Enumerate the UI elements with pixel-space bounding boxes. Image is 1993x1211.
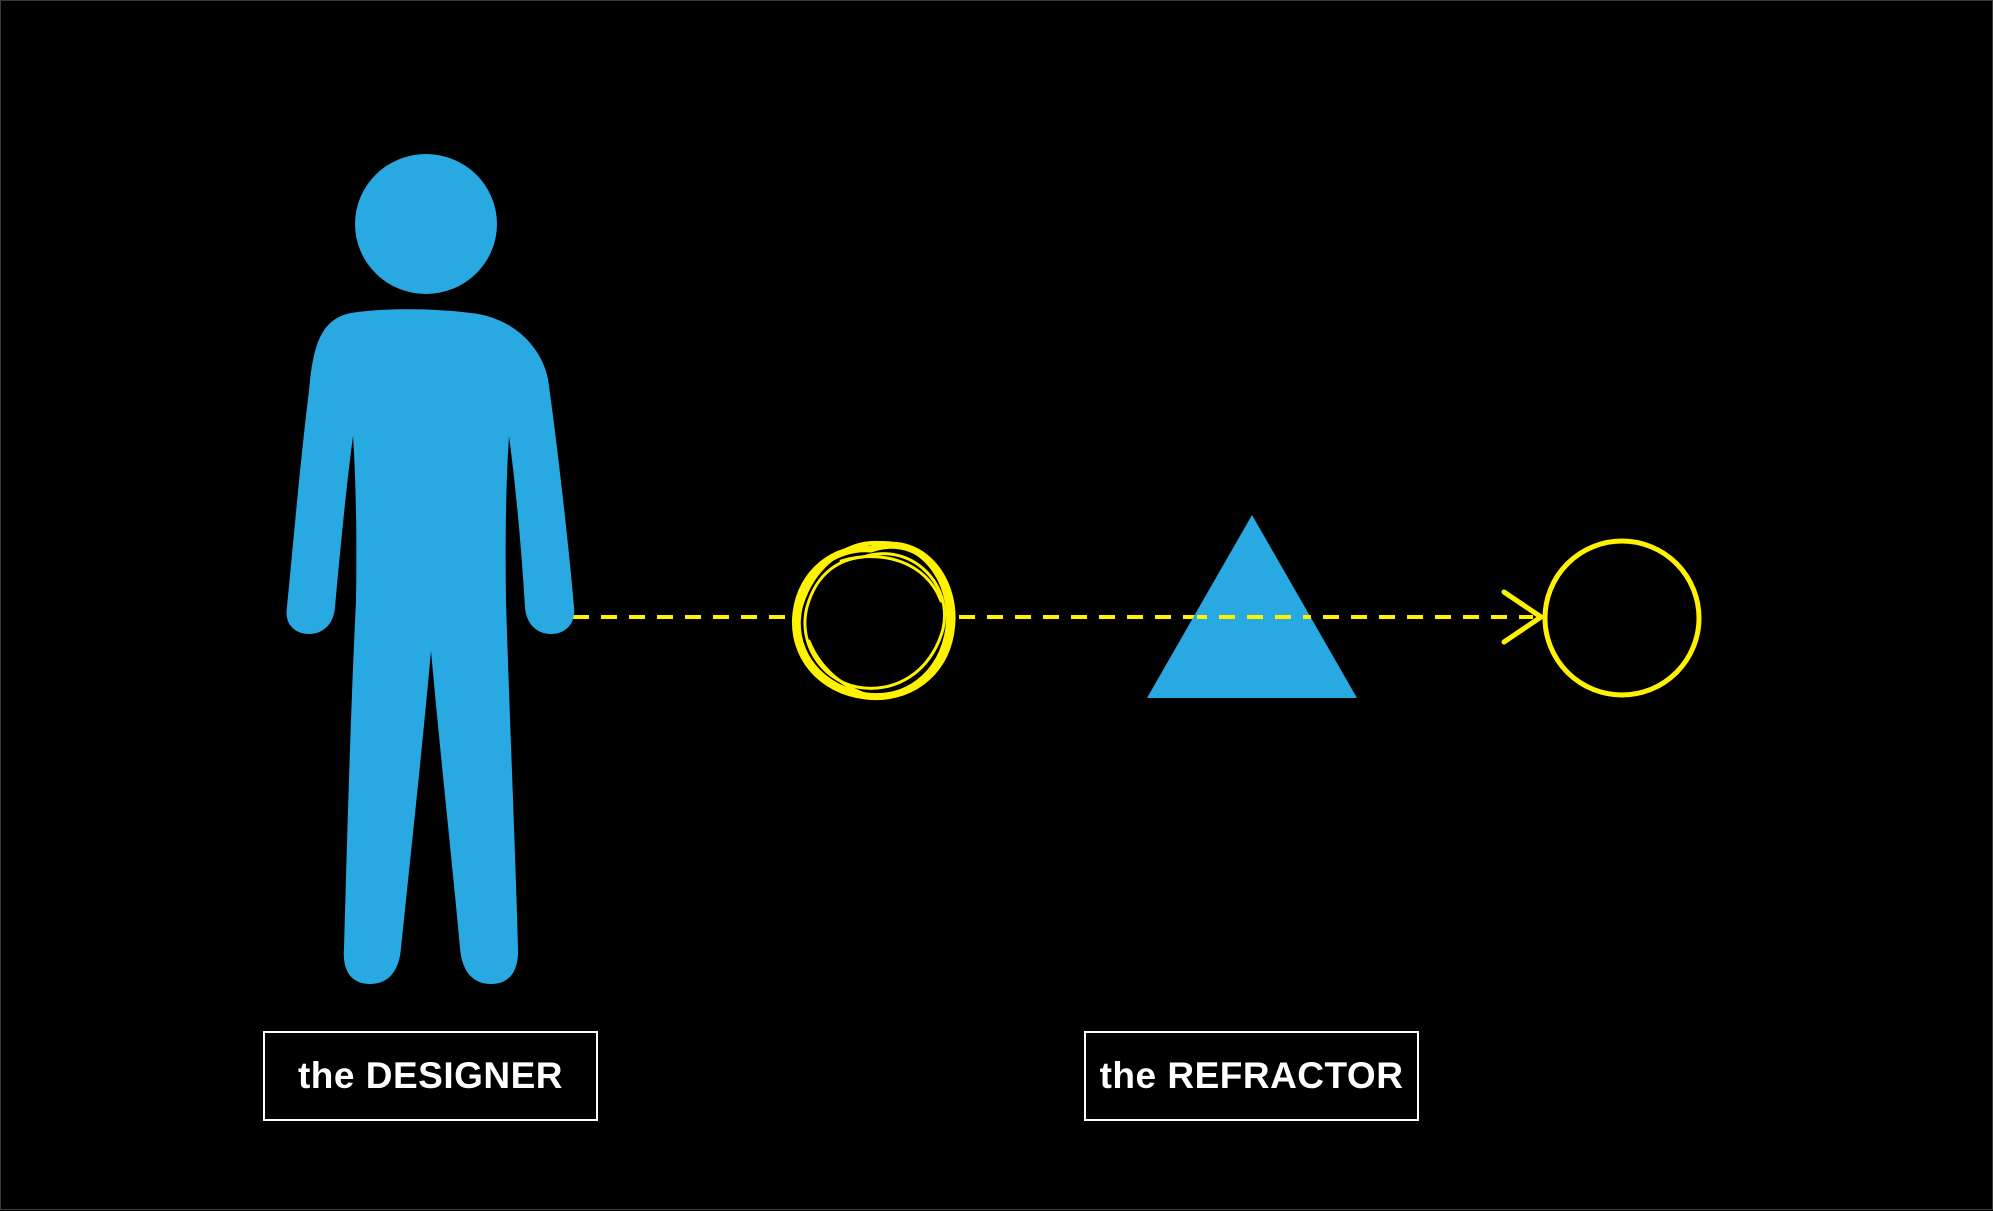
triangle-refractor <box>1147 515 1357 698</box>
clean-circle <box>1542 538 1702 698</box>
sketched-circle <box>791 540 956 701</box>
arrow-head-icon <box>1501 589 1544 645</box>
person-body <box>286 309 575 984</box>
refractor-label: the REFRACTOR <box>1084 1031 1419 1121</box>
designer-label: the DESIGNER <box>263 1031 598 1121</box>
person-head <box>355 154 497 294</box>
person-icon <box>286 154 575 984</box>
refractor-label-text: the REFRACTOR <box>1099 1055 1404 1096</box>
designer-label-text: the DESIGNER <box>297 1055 564 1096</box>
